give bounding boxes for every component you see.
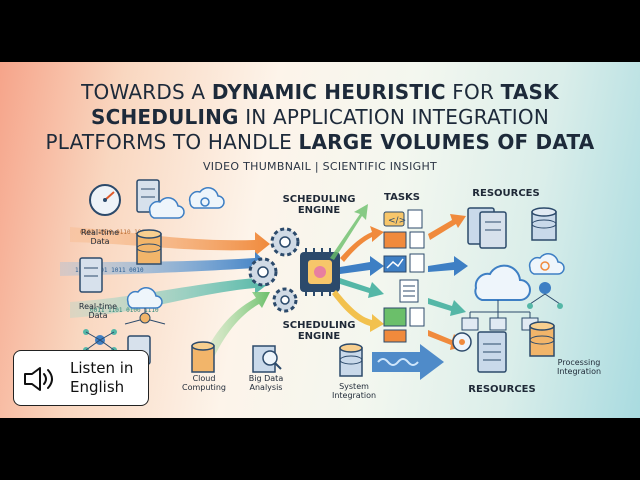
integration-arrow — [372, 344, 444, 380]
gear-cloud-icon — [188, 187, 225, 209]
svg-text:0011 1101 0100 1110: 0011 1101 0100 1110 — [90, 307, 159, 314]
svg-text:</>: </> — [388, 216, 406, 226]
title-line-1: TOWARDS A DYNAMIC HEURISTIC FOR TASK — [0, 80, 640, 105]
cloud-icon — [148, 197, 185, 219]
cloud-database-icon — [191, 341, 215, 373]
title-segment: LARGE VOLUMES OF DATA — [298, 130, 595, 154]
resources-header-top: RESOURCES — [472, 188, 540, 199]
gear-cloud-resource-icon — [527, 253, 565, 309]
gear-icon — [248, 227, 300, 313]
workflow-diagram: 0101 1010 0110 1001 1100 0101 1011 0010 … — [60, 179, 565, 380]
server-icon-2 — [79, 257, 103, 293]
title-line-3: PLATFORMS TO HANDLE LARGE VOLUMES OF DAT… — [0, 130, 640, 155]
svg-text:0101 1010 0110 1001: 0101 1010 0110 1001 — [80, 229, 149, 236]
svg-text:1100 0101 1011 0010: 1100 0101 1011 0010 — [75, 267, 144, 274]
title-segment: SCHEDULING — [90, 105, 239, 129]
title: TOWARDS A DYNAMIC HEURISTIC FOR TASK SCH… — [0, 80, 640, 155]
task-arrows — [330, 204, 384, 332]
title-line-2: SCHEDULING IN APPLICATION INTEGRATION — [0, 105, 640, 130]
gauge-icon — [89, 184, 121, 216]
title-segment: PLATFORMS TO HANDLE — [45, 130, 299, 154]
data-streams: 0101 1010 0110 1001 1100 0101 1011 0010 … — [60, 227, 270, 366]
tasks-header: TASKS — [384, 192, 420, 203]
title-segment: TOWARDS A — [81, 80, 212, 104]
database-icon — [136, 229, 162, 265]
resource-servers — [467, 207, 557, 249]
task-list: </> — [383, 209, 425, 343]
speaker-icon — [24, 367, 53, 391]
title-segment: DYNAMIC HEURISTIC — [211, 80, 446, 104]
title-segment: FOR — [445, 80, 501, 104]
cpu-chip-icon — [300, 248, 340, 296]
title-segment: IN APPLICATION INTEGRATION — [238, 105, 549, 129]
thumbnail-frame: TOWARDS A DYNAMIC HEURISTIC FOR TASK SCH… — [0, 62, 640, 418]
big-data-icon — [252, 345, 282, 373]
resource-servers-bottom — [452, 321, 555, 373]
subtitle: VIDEO THUMBNAIL | SCIENTIFIC INSIGHT — [202, 160, 438, 173]
network-cloud-icon — [124, 287, 166, 325]
letterbox-bottom — [0, 418, 640, 480]
central-cloud-icon — [461, 264, 539, 331]
resources-header-bottom: RESOURCES — [468, 384, 536, 395]
system-integration-icon — [339, 343, 363, 377]
title-segment: TASK — [500, 80, 559, 104]
